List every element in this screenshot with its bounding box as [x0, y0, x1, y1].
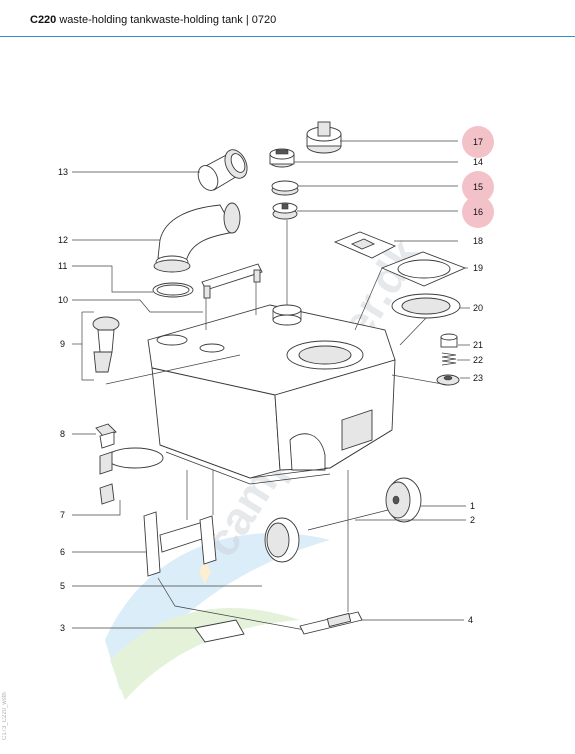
callout-9[interactable]: 9 — [60, 339, 65, 349]
side-code: C173_C220_wsth — [2, 692, 8, 740]
callout-1[interactable]: 1 — [470, 501, 475, 511]
watermark-swoosh-blue — [105, 533, 330, 690]
callout-16[interactable]: 16 — [473, 207, 483, 217]
header-rule — [0, 36, 575, 37]
part-14-cap — [269, 148, 295, 168]
part-17-cap — [306, 121, 342, 154]
watermark-logo — [105, 533, 330, 700]
callout-19[interactable]: 19 — [473, 263, 483, 273]
callout-4[interactable]: 4 — [468, 615, 473, 625]
page-header: C220 waste-holding tankwaste-holding tan… — [0, 0, 575, 38]
callout-6[interactable]: 6 — [60, 547, 65, 557]
part-6-bracket — [143, 511, 217, 577]
part-1-wheel — [385, 477, 422, 523]
callout-3[interactable]: 3 — [60, 623, 65, 633]
part-15-disc-top — [271, 180, 299, 192]
part-11-seal-ring-inner — [156, 284, 190, 296]
callout-12[interactable]: 12 — [58, 235, 68, 245]
callout-7[interactable]: 7 — [60, 510, 65, 520]
model-name: C220 — [30, 14, 57, 26]
header-subtitle: waste-holding tankwaste-holding tank | 0… — [59, 14, 277, 26]
part-2-axle — [264, 509, 389, 563]
part-13-outlet-pipe — [197, 149, 248, 191]
part-7-pivot-set — [99, 447, 164, 505]
callout-13[interactable]: 13 — [58, 167, 68, 177]
part-22-spring — [441, 352, 457, 366]
part-9-level-indicator — [92, 316, 120, 373]
callout-14[interactable]: 14 — [473, 157, 483, 167]
callout-23[interactable]: 23 — [473, 373, 483, 383]
highlight-16 — [462, 196, 494, 228]
leader-lines — [72, 140, 470, 629]
part-21-valve-knob — [440, 333, 458, 348]
highlight-markers — [462, 126, 494, 228]
highlight-15 — [462, 171, 494, 203]
part-8-clip — [95, 423, 117, 449]
part-10-handle — [201, 263, 263, 299]
part-16-plug-stem — [281, 203, 289, 210]
callout-11[interactable]: 11 — [58, 261, 67, 271]
callout-8[interactable]: 8 — [60, 429, 65, 439]
part-12-elbow-pipe — [153, 202, 241, 273]
callout-20[interactable]: 20 — [473, 303, 483, 313]
part-4-pull-handle — [299, 611, 363, 635]
callout-21[interactable]: 21 — [473, 340, 483, 350]
waste-tank-body — [147, 304, 396, 485]
watermark-swoosh-green — [110, 608, 300, 700]
callout-17[interactable]: 17 — [473, 137, 483, 147]
callout-15[interactable]: 15 — [473, 182, 483, 192]
callout-2[interactable]: 2 — [470, 515, 475, 525]
callout-10[interactable]: 10 — [58, 295, 68, 305]
callout-numbers[interactable]: 13 12 11 10 9 8 7 6 5 3 17 14 15 16 18 1… — [58, 137, 483, 633]
watermark-sun — [199, 560, 211, 584]
callout-22[interactable]: 22 — [473, 355, 483, 365]
callout-5[interactable]: 5 — [60, 581, 65, 591]
part-5-rod — [157, 577, 306, 631]
highlight-17 — [462, 126, 494, 158]
part-3-foot — [194, 619, 245, 643]
callout-18[interactable]: 18 — [473, 236, 483, 246]
header-title: C220 waste-holding tankwaste-holding tan… — [30, 14, 276, 26]
